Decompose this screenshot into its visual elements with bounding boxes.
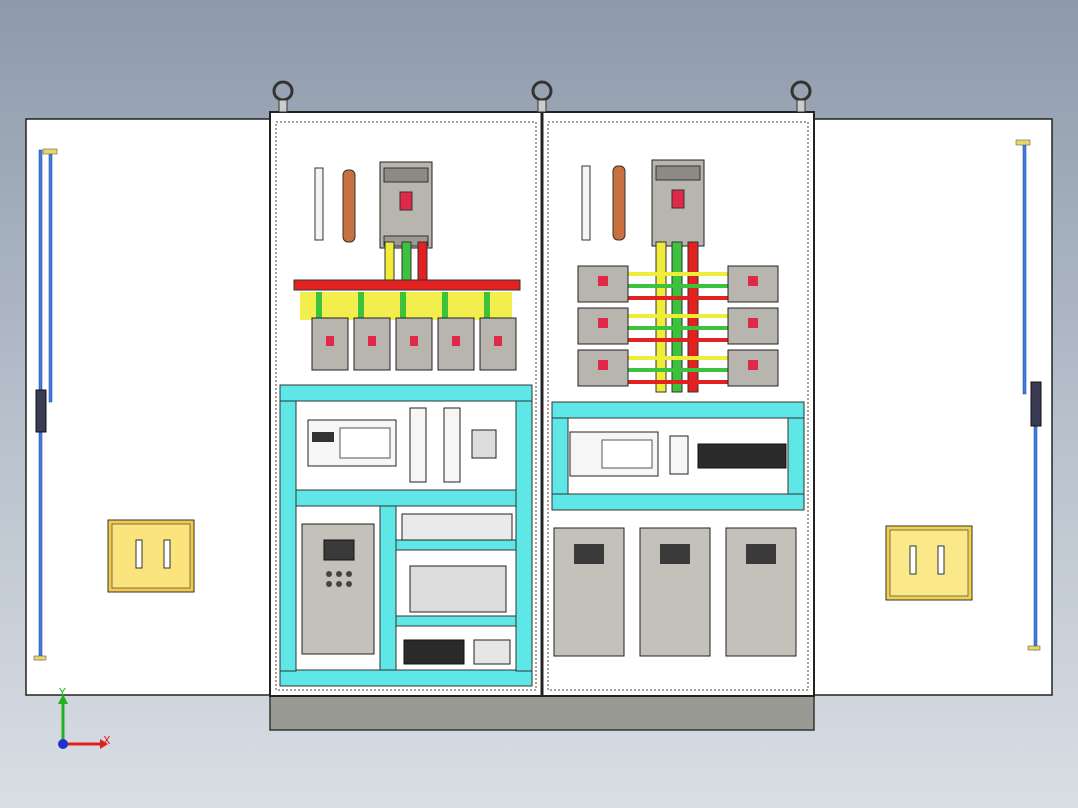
plc-unit — [307, 419, 397, 467]
power-supply — [409, 407, 427, 483]
feeder-breaker — [727, 265, 779, 303]
feeder-breaker — [727, 349, 779, 387]
main-incoming-breaker — [379, 161, 433, 249]
feeder-breaker — [479, 317, 517, 371]
relay-block — [471, 429, 497, 459]
feeder-breaker — [395, 317, 433, 371]
neutral-busbar — [342, 169, 356, 243]
mcb-row — [401, 513, 513, 541]
cabinet-plinth — [269, 693, 815, 731]
power-supply — [443, 407, 461, 483]
feeder-breaker — [437, 317, 475, 371]
ground-terminal-strip — [581, 165, 591, 241]
left-door — [25, 118, 273, 696]
feeder-breaker — [353, 317, 391, 371]
feeder-breaker — [577, 265, 629, 303]
left-cabinet-interior — [275, 121, 537, 691]
terminal-block — [697, 443, 787, 469]
ground-terminal-strip — [314, 167, 324, 241]
right-door-handle-rod — [1022, 143, 1027, 395]
lifting-eye-bolt — [272, 80, 294, 113]
contactor-row — [409, 565, 507, 613]
terminal-block — [403, 639, 465, 665]
feeder-breaker — [577, 349, 629, 387]
plc-unit — [569, 431, 659, 477]
lifting-eye-bolt — [531, 80, 553, 113]
right-door — [811, 118, 1053, 696]
vfd-drive — [639, 527, 711, 657]
neutral-busbar — [612, 165, 626, 241]
vfd-drive — [301, 523, 375, 655]
main-incoming-breaker — [651, 159, 705, 247]
left-door-handle — [35, 389, 47, 433]
vfd-drive — [553, 527, 625, 657]
lifting-eye-bolt — [790, 80, 812, 113]
power-supply — [669, 435, 689, 475]
feeder-breaker — [727, 307, 779, 345]
coordinate-triad: X Y — [58, 686, 111, 749]
y-axis-label: Y — [58, 686, 66, 699]
feeder-breaker — [577, 307, 629, 345]
right-door-handle — [1030, 381, 1042, 427]
x-axis-label: X — [103, 734, 111, 747]
terminal-block — [473, 639, 511, 665]
left-door-label-plate — [107, 519, 195, 593]
right-cabinet-interior — [547, 121, 809, 691]
feeder-breaker — [311, 317, 349, 371]
main-busbar — [293, 279, 521, 291]
vfd-drive — [725, 527, 797, 657]
right-door-label-plate — [885, 525, 973, 601]
